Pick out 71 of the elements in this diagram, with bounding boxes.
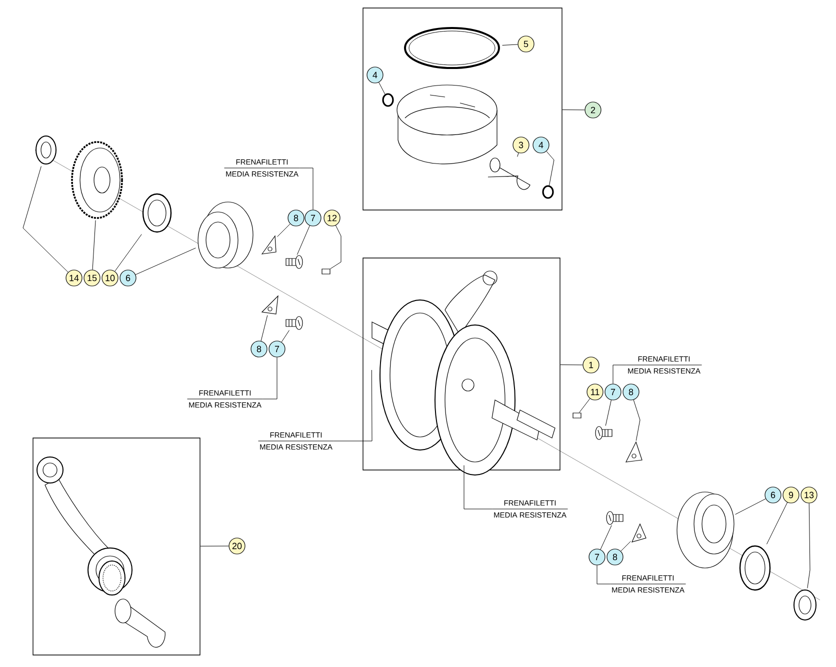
callout-number: 13 [800,486,818,504]
callout-number: 10 [102,270,118,286]
leader-line [766,502,788,544]
callout-number: 14 [66,270,82,286]
callout-number: 15 [84,270,100,286]
leader-line [560,364,583,366]
leader-line [612,364,626,384]
key-drawing [572,412,582,418]
leader-line [114,234,142,272]
leader-line [277,224,290,237]
leader-line [735,498,766,515]
screw-drawing [286,255,303,269]
piston-pin-drawing [488,158,530,190]
callout-number: 7 [268,340,286,358]
leader-line [807,503,810,588]
callout-number: 1 [582,356,600,374]
bearing-drawing [676,492,734,568]
callout-number: 9 [782,486,800,504]
leader-line [281,330,290,342]
screw-drawing [595,426,612,440]
piston-ring-drawing [404,27,500,69]
callout-number: 7 [588,548,606,566]
callout-number: 8 [288,210,304,226]
callout-number: 6 [764,486,782,504]
callout-number: 11 [586,384,604,400]
callout-number: 7 [304,210,322,226]
oil-seal-drawing [142,193,172,233]
frame-box [362,8,562,210]
callout-number: 5 [518,36,534,52]
leader-line [620,541,631,552]
leader-line [334,370,372,442]
leader-line [517,152,519,157]
leader-line [464,465,492,510]
frame-box [32,438,200,656]
leader-line [22,166,68,272]
callout-number: 20 [228,538,246,554]
callout-number: 4 [532,136,550,154]
callout-number: 8 [606,548,624,566]
screw-drawing [606,511,624,525]
callout-number: 3 [512,136,530,154]
nut-drawing [794,590,816,620]
leader-line [330,225,342,270]
callout-number: 8 [622,384,640,400]
leader-line [546,151,554,186]
callout-number: 12 [324,210,340,226]
oil-seal-drawing [739,545,771,591]
leader-line [596,565,610,584]
leader-line [600,525,612,550]
callout-number: 7 [604,384,622,400]
gear-drawing [71,141,123,219]
nut-drawing [36,136,56,164]
callout-number: 2 [584,102,602,118]
leader-line [378,82,386,94]
leader-line [135,248,196,275]
leader-line [300,168,314,210]
leader-line [633,400,640,441]
callout-number: 8 [250,340,268,358]
ring-drawing [382,93,394,107]
screw-drawing [286,316,303,330]
leader-line [262,357,278,400]
bearing-drawing [198,202,254,268]
leader-line [605,400,612,426]
leader-line [296,225,310,255]
callout-number: 4 [366,66,384,84]
key-drawing [322,268,330,274]
leader-line [92,220,96,270]
leader-line [578,398,590,413]
leader-line [502,44,518,46]
ring-drawing [542,185,554,199]
leader-line [260,315,268,342]
callout-number: 6 [120,270,136,286]
